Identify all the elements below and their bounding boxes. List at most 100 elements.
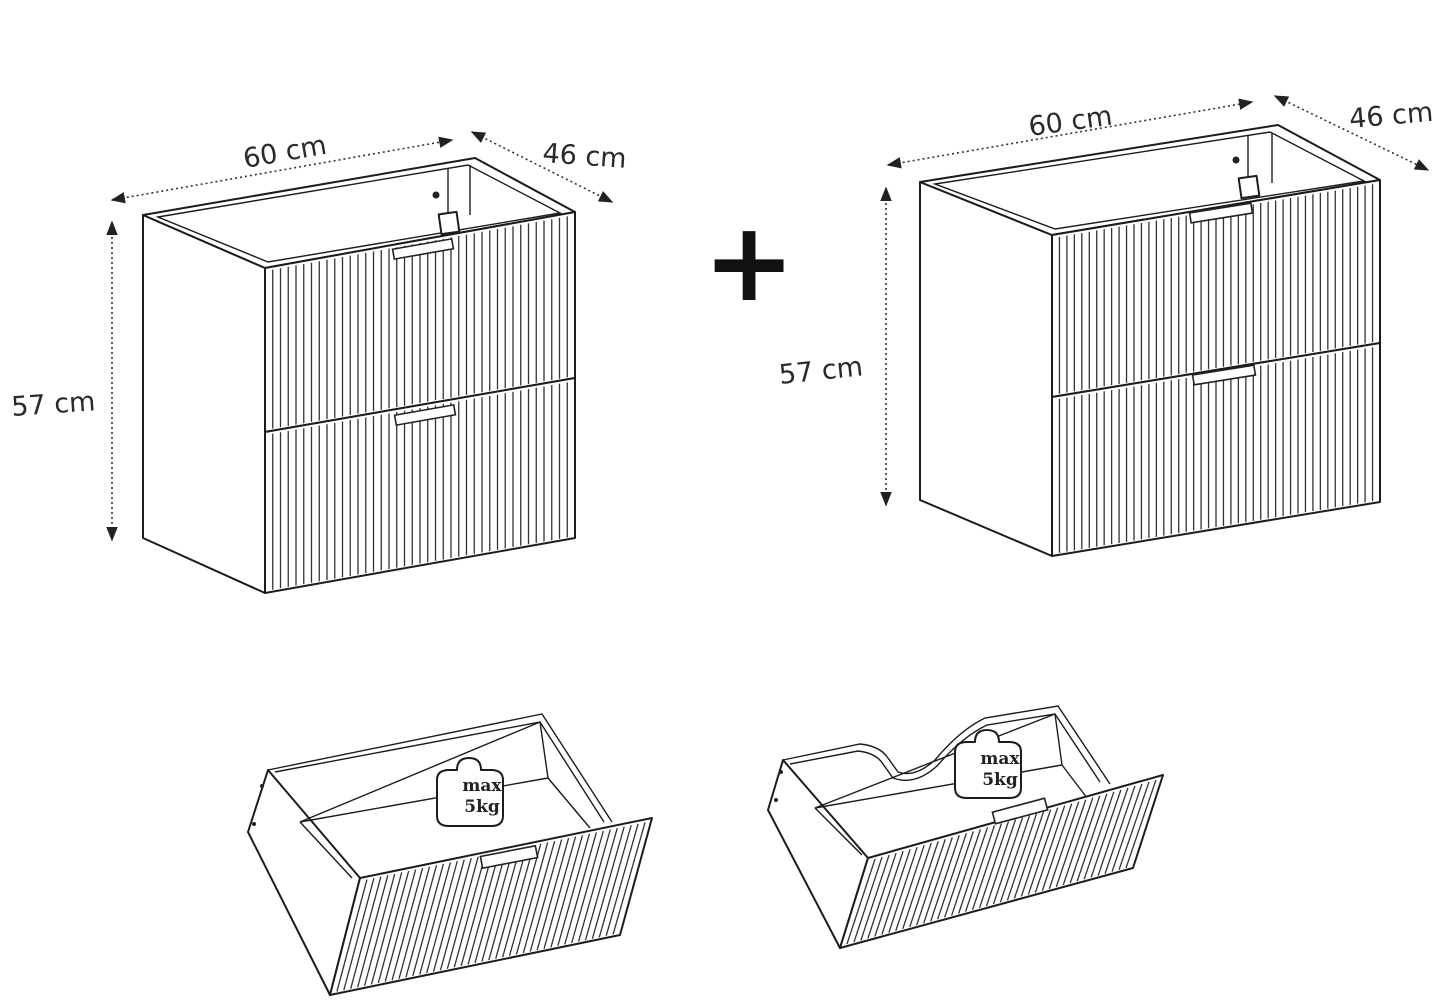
front-flute-line <box>343 877 375 991</box>
front-flute-line <box>356 875 389 988</box>
front-flute-line <box>453 855 486 968</box>
front-flute-line <box>1041 803 1073 891</box>
front-flute-line <box>1125 779 1157 869</box>
front-flute-line <box>432 859 465 972</box>
drawer-right: max 5kg <box>767 705 1164 949</box>
front-flute-line <box>370 872 403 985</box>
cabinet-right-width-dimension <box>886 98 1254 169</box>
front-flute-line <box>543 836 577 949</box>
drawer-right-weight-badge: max 5kg <box>954 729 1022 799</box>
front-flute-line <box>1048 801 1080 890</box>
front-flute-line <box>598 825 632 938</box>
front-flute-line <box>923 837 953 924</box>
front-flute-line <box>1076 793 1108 882</box>
front-flute-line <box>426 860 458 974</box>
cabinet-left: 60 cm 46 cm 57 cm <box>10 130 628 594</box>
front-flute-line <box>474 850 507 964</box>
front-flute-line <box>391 867 424 981</box>
front-flute-line <box>605 823 639 937</box>
front-flute-line <box>971 823 1003 911</box>
drawer-right-weight-line1: max <box>980 749 1020 769</box>
front-flute-line <box>467 852 500 965</box>
front-flute-line <box>550 835 584 948</box>
cabinet-left-drawer-top <box>264 211 576 433</box>
cabinet-left-width-label: 60 cm <box>241 130 329 175</box>
front-flute-line <box>1090 789 1122 878</box>
drawer-right-weight-line2: 5kg <box>982 770 1018 790</box>
front-flute-line <box>957 827 989 914</box>
front-flute-line <box>909 841 939 928</box>
front-flute-line <box>992 817 1024 905</box>
cabinet-right-width-label: 60 cm <box>1027 101 1115 143</box>
front-flute-line <box>481 849 514 962</box>
front-flute-line <box>557 833 591 947</box>
front-flute-line <box>571 830 604 944</box>
front-flute-line <box>1118 781 1150 871</box>
front-flute-line <box>398 866 431 979</box>
front-flute-line <box>874 850 904 937</box>
front-flute-line <box>916 839 946 926</box>
front-flute-line <box>350 876 382 989</box>
front-flute-line <box>501 845 535 958</box>
front-flute-line <box>1020 809 1052 897</box>
front-flute-line <box>846 858 876 945</box>
front-flute-line <box>1034 805 1066 893</box>
cabinet-left-depth-label: 46 cm <box>542 138 628 175</box>
front-flute-line <box>985 819 1017 907</box>
cabinet-left-height-label: 57 cm <box>10 386 96 423</box>
front-flute-line <box>1083 791 1115 880</box>
front-flute-line <box>951 829 981 916</box>
front-flute-line <box>439 857 472 971</box>
front-flute-line <box>895 844 925 931</box>
front-flute-line <box>508 843 542 957</box>
front-flute-line <box>867 852 897 939</box>
front-flute-line <box>1006 813 1038 901</box>
front-flute-line <box>999 815 1031 903</box>
cabinet-right-depth-dimension <box>1273 95 1430 171</box>
front-flute-line <box>405 865 438 978</box>
front-flute-line <box>1062 797 1094 886</box>
front-flute-line <box>930 835 960 922</box>
front-flute-line <box>515 842 549 955</box>
front-flute-line <box>529 839 563 952</box>
front-flute-line <box>1097 787 1129 876</box>
front-flute-line <box>888 846 918 933</box>
front-flute-line <box>536 837 570 951</box>
front-flute-line <box>488 847 521 961</box>
front-flute-line <box>1069 795 1101 884</box>
drawer-left-weight-line2: 5kg <box>464 797 500 817</box>
cabinet-right-drawer-top <box>1051 179 1381 398</box>
front-flute-line <box>978 821 1010 909</box>
front-flute-line <box>591 826 625 939</box>
front-flute-line <box>937 833 967 920</box>
front-flute-line <box>419 862 452 975</box>
front-flute-line <box>881 848 911 935</box>
front-flute-line <box>1055 799 1087 888</box>
front-flute-line <box>1013 811 1045 899</box>
front-flute-line <box>336 879 368 992</box>
front-flute-line <box>412 863 445 977</box>
front-flute-line <box>964 825 996 912</box>
front-flute-line <box>446 856 479 969</box>
plus-symbol: + <box>703 198 795 326</box>
cabinet-right: 60 cm 46 cm 57 cm <box>777 95 1434 557</box>
front-flute-line <box>564 832 598 945</box>
front-flute-line <box>1104 785 1136 874</box>
front-flute-line <box>460 853 493 967</box>
cabinet-right-height-label: 57 cm <box>777 351 864 391</box>
front-flute-line <box>902 843 932 930</box>
cabinet-right-drawer-bottom <box>1051 342 1381 557</box>
drawer-left-weight-line1: max <box>462 776 502 796</box>
cabinet-left-drawer-bottom <box>264 377 576 594</box>
front-flute-line <box>944 831 974 918</box>
drawer-left: max 5kg <box>247 713 653 996</box>
front-flute-line <box>384 869 417 982</box>
front-flute-line <box>1111 783 1143 872</box>
front-flute-line <box>860 854 890 941</box>
cabinet-right-depth-label: 46 cm <box>1348 97 1434 135</box>
drawer-left-weight-badge: max 5kg <box>436 757 504 827</box>
front-flute-line <box>577 829 611 942</box>
front-flute-line <box>522 840 556 954</box>
front-flute-line <box>1027 807 1059 895</box>
